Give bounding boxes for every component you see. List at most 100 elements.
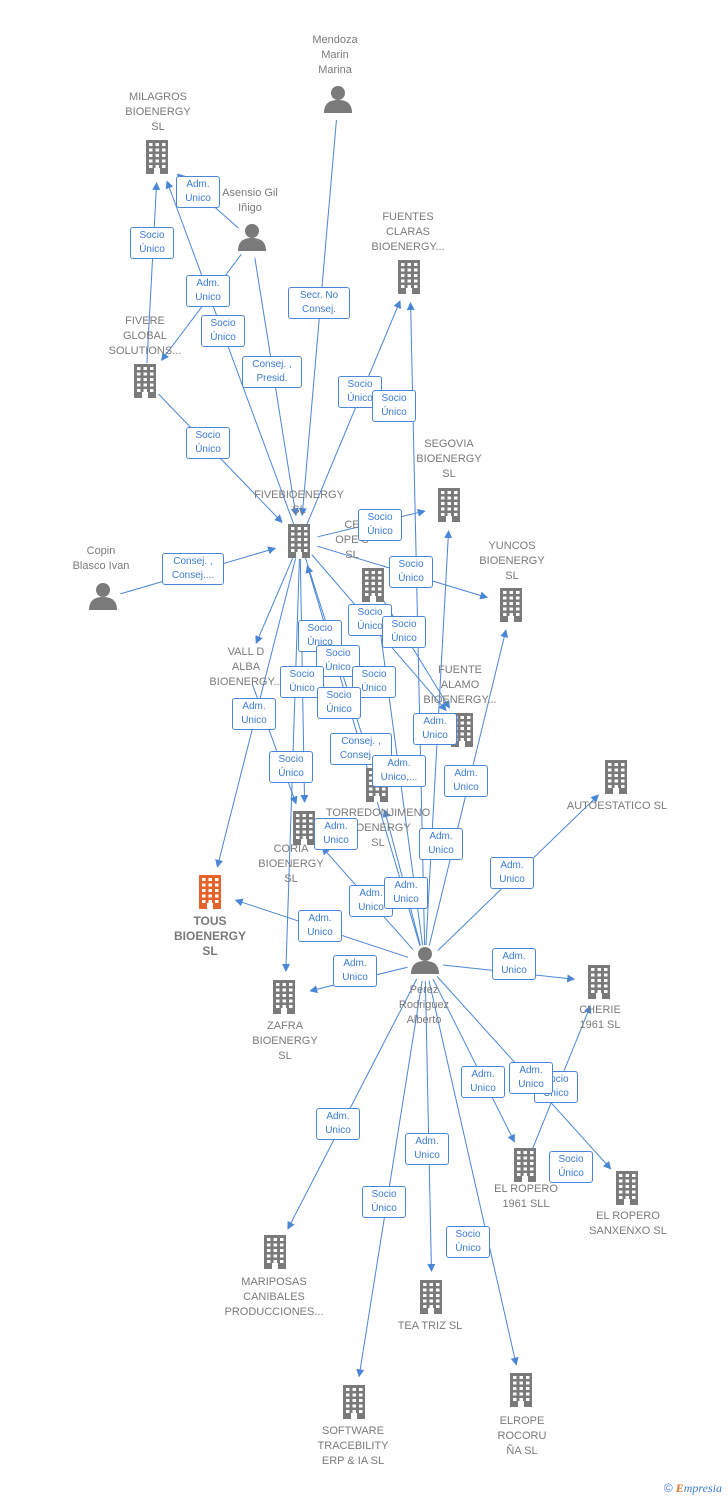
relationship-tag[interactable]: Socio Único (201, 315, 245, 347)
node-milagros[interactable]: MILAGROS BIOENERGY SL (88, 90, 228, 135)
relationship-tag[interactable]: Adm. Unico (419, 828, 463, 860)
relationship-tag[interactable]: Adm. Unico (490, 857, 534, 889)
building-icon[interactable] (196, 875, 224, 914)
relationship-tag[interactable]: Consej. , Consej.... (162, 553, 224, 585)
building-icon[interactable] (417, 1280, 445, 1319)
node-label: CHERIE 1961 SL (579, 1004, 621, 1031)
node-vall[interactable]: VALL D ALBA BIOENERGY... (176, 645, 316, 690)
node-fuente[interactable]: FUENTE ALAMO BIOENERGY... (390, 663, 530, 708)
edge-fivebio-to-fuentes (306, 300, 401, 525)
node-label: SOFTWARE TRACEBILITY ERP & IA SL (317, 1424, 389, 1467)
relationship-tag[interactable]: Consej. , Presid. (242, 356, 302, 388)
node-label: ZAFRA BIOENERGY SL (252, 1019, 318, 1062)
relationship-tag[interactable]: Socio Único (358, 509, 402, 541)
node-segovia[interactable]: SEGOVIA BIOENERGY SL (379, 437, 519, 482)
building-icon[interactable] (585, 965, 613, 1004)
relationship-tag[interactable]: Adm. Unico (316, 1108, 360, 1140)
relationship-tag[interactable]: Adm. Unico (186, 275, 230, 307)
relationship-tag[interactable]: Adm. Unico (298, 910, 342, 942)
building-icon[interactable] (613, 1171, 641, 1210)
node-torre[interactable]: TORREDONJIMENO BIOENERGY SL (308, 806, 448, 851)
relationship-tag[interactable]: Adm. Unico (492, 948, 536, 980)
relationship-tag[interactable]: Socio Único (280, 666, 324, 698)
building-icon[interactable] (143, 140, 171, 179)
relationship-tag[interactable]: Adm. Unico (333, 955, 377, 987)
building-icon[interactable] (270, 980, 298, 1019)
relationship-tag[interactable]: Adm. Unico (444, 765, 488, 797)
building-icon[interactable] (131, 364, 159, 403)
relationship-tag[interactable]: Socio Único (317, 687, 361, 719)
node-yuncos[interactable]: YUNCOS BIOENERGY SL (442, 539, 582, 584)
relationship-tag[interactable]: Socio Único (372, 390, 416, 422)
building-icon[interactable] (511, 1148, 539, 1187)
relationship-tag[interactable]: Adm. Unico (176, 176, 220, 208)
node-teatriz[interactable]: TEA TRIZ SL (360, 1319, 500, 1334)
relationship-tag[interactable]: Adm. Unico (509, 1062, 553, 1094)
node-label: VALL D ALBA BIOENERGY... (209, 645, 283, 688)
building-icon[interactable] (395, 260, 423, 299)
node-label: YUNCOS BIOENERGY SL (479, 539, 545, 582)
edge-fivere-to-milagros (146, 181, 161, 364)
node-perez[interactable]: Perez Rodriguez Alberto (354, 983, 494, 1028)
node-ropero1961[interactable]: EL ROPERO 1961 SLL (456, 1182, 596, 1212)
node-label: SEGOVIA BIOENERGY SL (416, 437, 482, 480)
node-label: Copin Blasco Ivan (72, 545, 130, 572)
node-mendoza[interactable]: Mendoza Marin Marina (265, 33, 405, 78)
relationship-tag[interactable]: Adm. Unico (413, 713, 457, 745)
node-label: EL ROPERO SANXENXO SL (589, 1210, 667, 1237)
relationship-tag[interactable]: Secr. No Consej. (288, 287, 350, 319)
node-cherie[interactable]: CHERIE 1961 SL (530, 1003, 670, 1033)
person-icon[interactable] (237, 223, 267, 256)
edge-perez-to-ropero1961 (432, 978, 515, 1143)
node-fivebio[interactable]: FIVEBIOENERGY SL (229, 488, 369, 518)
node-software[interactable]: SOFTWARE TRACEBILITY ERP & IA SL (283, 1424, 423, 1469)
edge-perez-to-elrope (428, 980, 519, 1366)
node-autoest[interactable]: AUTOESTATICO SL (547, 799, 687, 814)
relationship-tag[interactable]: Socio Único (362, 1186, 406, 1218)
logo-text: mpresia (683, 1481, 722, 1495)
building-icon[interactable] (507, 1373, 535, 1412)
building-icon[interactable] (285, 524, 313, 563)
node-label: Asensio Gil Iñigo (222, 187, 278, 214)
relationship-tag[interactable]: Adm. Unico (384, 877, 428, 909)
node-label: FUENTE ALAMO BIOENERGY... (423, 663, 497, 706)
node-roperosanx[interactable]: EL ROPERO SANXENXO SL (558, 1209, 698, 1239)
building-icon[interactable] (261, 1235, 289, 1274)
node-asensio[interactable]: Asensio Gil Iñigo (180, 186, 320, 216)
logo-initial: E (675, 1481, 684, 1495)
node-zafra[interactable]: ZAFRA BIOENERGY SL (215, 1019, 355, 1064)
relationship-tag[interactable]: Socio Único (130, 227, 174, 259)
relationship-tag[interactable]: Socio Único (269, 751, 313, 783)
relationship-tag[interactable]: Adm. Unico (232, 698, 276, 730)
person-icon[interactable] (410, 946, 440, 979)
node-label: EL ROPERO 1961 SLL (494, 1183, 558, 1210)
relationship-tag[interactable]: Adm. Unico (405, 1133, 449, 1165)
building-icon[interactable] (435, 488, 463, 527)
relationship-tag[interactable]: Adm. Unico (314, 818, 358, 850)
edge-fivebio-to-vall (255, 557, 294, 645)
building-icon[interactable] (497, 588, 525, 627)
node-copin[interactable]: Copin Blasco Ivan (31, 544, 171, 574)
building-icon[interactable] (359, 568, 387, 607)
relationship-tag[interactable]: Socio Único (389, 556, 433, 588)
node-fuentes[interactable]: FUENTES CLARAS BIOENERGY... (338, 210, 478, 255)
building-icon[interactable] (602, 760, 630, 799)
building-icon[interactable] (340, 1385, 368, 1424)
relationship-tag[interactable]: Socio Único (446, 1226, 490, 1258)
node-mariposas[interactable]: MARIPOSAS CANIBALES PRODUCCIONES... (204, 1275, 344, 1320)
relationship-tag[interactable]: Socio Único (186, 427, 230, 459)
person-icon[interactable] (88, 582, 118, 615)
node-tous[interactable]: TOUS BIOENERGY SL (140, 914, 280, 959)
node-coria[interactable]: CORIA BIOENERGY SL (221, 842, 361, 887)
building-icon[interactable] (290, 811, 318, 850)
edge-fivebio-to-milagros (165, 180, 295, 525)
relationship-tag[interactable]: Socio Único (382, 616, 426, 648)
relationship-tag[interactable]: Adm. Unico (461, 1066, 505, 1098)
relationship-tag[interactable]: Adm. Unico,... (372, 755, 426, 787)
relationship-tag[interactable]: Socio Único (549, 1151, 593, 1183)
node-elrope[interactable]: ELROPE ROCORU ÑA SL (452, 1414, 592, 1459)
relationship-tag[interactable]: Socio Único (352, 666, 396, 698)
person-icon[interactable] (323, 85, 353, 118)
node-fivere[interactable]: FIVERE GLOBAL SOLUTIONS... (75, 314, 215, 359)
